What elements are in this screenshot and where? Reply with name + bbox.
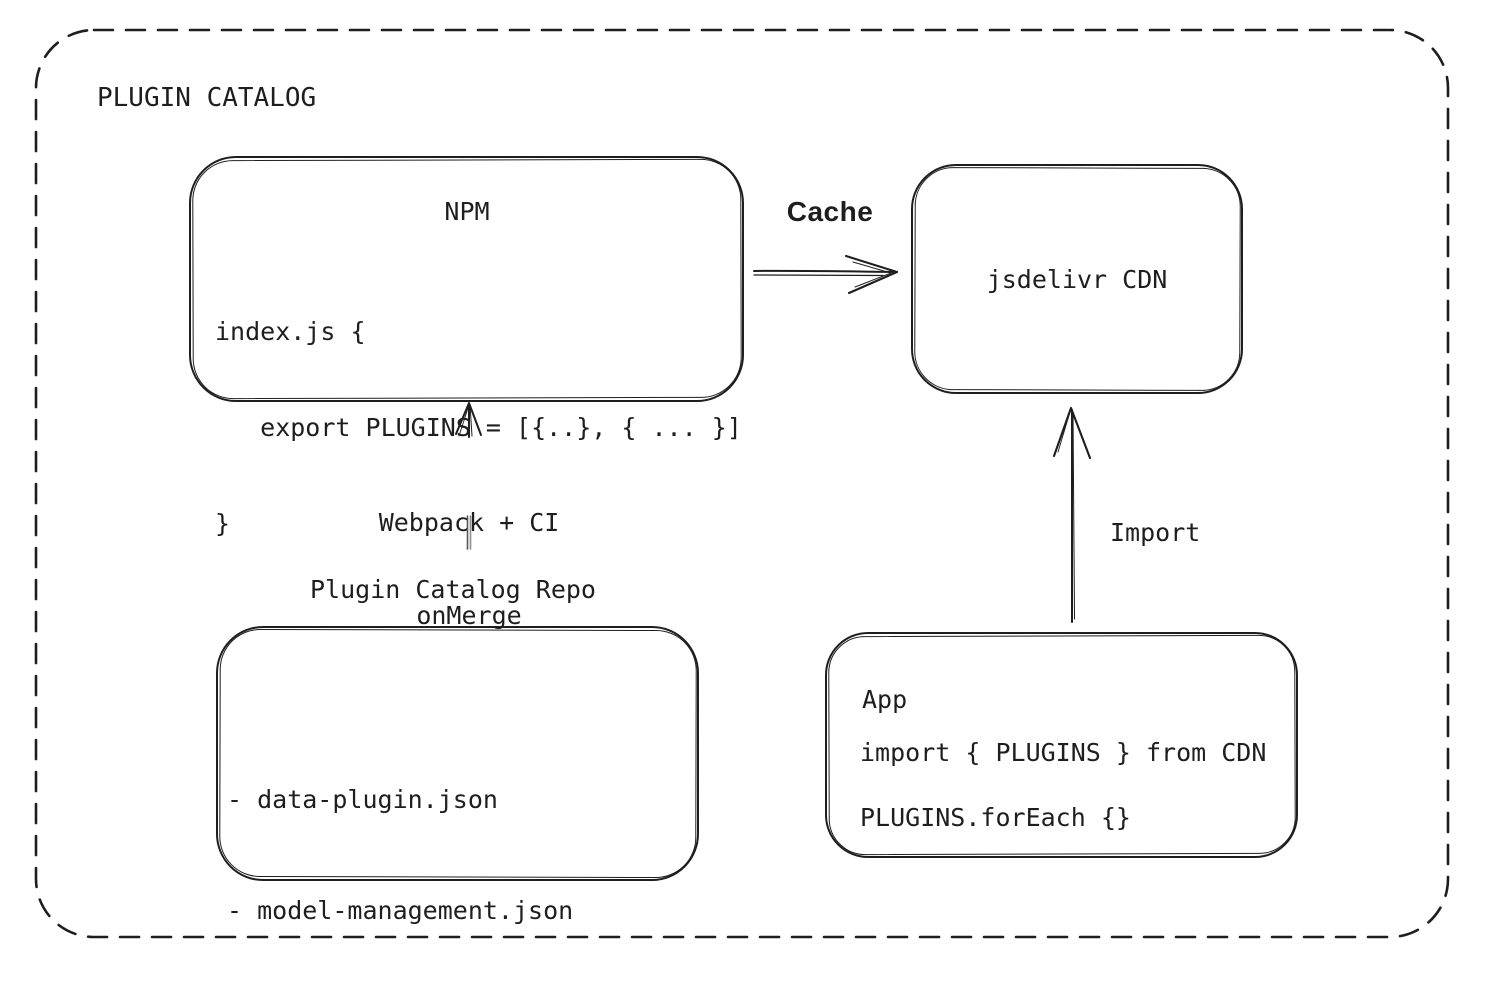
build-edge-label: Webpack + CI onMerge <box>344 445 594 693</box>
catalog-boundary <box>34 28 1450 939</box>
npm-code-block: index.js { export PLUGINS = [{..}, { ...… <box>215 252 742 604</box>
ink-layer <box>34 28 1450 939</box>
cdn-title: jsdelivr CDN <box>986 265 1168 294</box>
app-title: App <box>862 685 908 714</box>
npm-title: NPM <box>444 197 490 226</box>
import-edge-label: Import <box>1110 518 1201 547</box>
npm-box <box>189 156 744 402</box>
npm-code-line: export PLUGINS = [{..}, { ... }] <box>215 413 742 442</box>
app-box <box>825 632 1298 858</box>
npm-code-line: index.js { <box>215 317 366 346</box>
app-code-line: import { PLUGINS } from CDN <box>860 738 1267 767</box>
cdn-box-sketch-stroke <box>914 167 1241 391</box>
build-edge-label-line1: Webpack + CI <box>378 508 560 537</box>
build-arrow <box>455 402 482 550</box>
repo-box-sketch-stroke <box>219 628 697 879</box>
diagram-title: PLUGIN CATALOG <box>97 83 317 113</box>
repo-file-item: - model-management.json <box>227 896 574 925</box>
repo-file-list: - data-plugin.json - model-management.js… <box>227 707 573 1002</box>
cdn-box <box>911 164 1243 394</box>
repo-file-item: - data-plugin.json <box>227 785 498 814</box>
cache-arrow <box>753 254 899 295</box>
app-box-sketch-stroke <box>828 634 1296 856</box>
repo-title: Plugin Catalog Repo <box>310 575 596 604</box>
npm-box-sketch-stroke <box>192 158 742 400</box>
npm-code-line: } <box>215 509 231 538</box>
app-code-line: PLUGINS.forEach {} <box>860 803 1131 832</box>
repo-box <box>216 626 699 881</box>
cache-edge-label: Cache <box>786 196 874 227</box>
build-edge-label-line2: onMerge <box>416 601 522 630</box>
import-arrow <box>1052 406 1092 623</box>
